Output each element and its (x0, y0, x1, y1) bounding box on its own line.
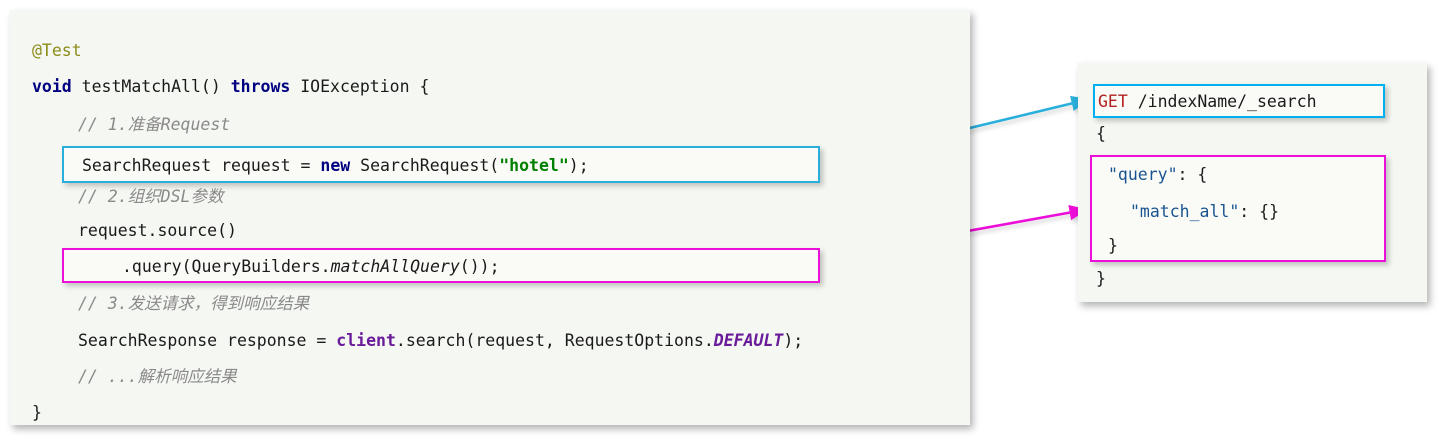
code-line-match-all: "match_all": {} (1130, 203, 1279, 221)
code-line-build-request: SearchRequest request = new SearchReques… (82, 157, 589, 175)
keyword-throws: throws (230, 77, 291, 96)
comment-build-dsl: // 2.组织DSL参数 (78, 187, 224, 206)
code-line-send-request: SearchResponse response = client.search(… (78, 332, 803, 350)
method-name-testmatchall: testMatchAll() (71, 77, 231, 96)
brace-close-method: } (32, 403, 42, 422)
dsl-request-panel: GET /indexName/_search { "query": { "mat… (1078, 63, 1427, 302)
json-colon-open: : { (1177, 165, 1208, 184)
annotation-test: @Test (32, 41, 82, 60)
code-line-query-call: .query(QueryBuilders.matchAllQuery()); (122, 258, 500, 276)
constructor-open: SearchRequest( (350, 156, 500, 175)
comment-send-request: // 3.发送请求，得到响应结果 (78, 294, 310, 313)
type-search-response: SearchResponse response = (78, 331, 337, 350)
code-line-http-request: GET /indexName/_search (1098, 93, 1317, 111)
method-matchallquery: matchAllQuery (330, 257, 460, 276)
code-line-method-signature: void testMatchAll() throws IOException { (32, 78, 429, 96)
code-line-comment-3: // 3.发送请求，得到响应结果 (78, 295, 309, 313)
code-line-close-brace: } (32, 404, 42, 422)
json-empty-object: : {} (1239, 202, 1280, 221)
brace-close-query: } (1108, 236, 1118, 255)
highlight-box-get-request[interactable]: GET /indexName/_search (1093, 84, 1385, 118)
code-line-json-open: { (1096, 125, 1106, 143)
field-client: client (336, 331, 396, 350)
code-line-comment-2: // 2.组织DSL参数 (78, 188, 223, 206)
highlight-box-search-request[interactable]: SearchRequest request = new SearchReques… (62, 146, 820, 183)
brace-open-root: { (1096, 124, 1106, 143)
json-key-query: "query" (1108, 165, 1178, 184)
http-path: /indexName/_search (1127, 92, 1317, 111)
code-line-source-call: request.source() (78, 222, 237, 240)
code-line-close-query: } (1108, 237, 1118, 255)
code-line-query-key: "query": { (1108, 166, 1207, 184)
code-line-annotation: @Test (32, 42, 82, 60)
call-search: .search(request, RequestOptions. (395, 331, 714, 350)
http-verb-get: GET (1098, 92, 1128, 111)
code-line-comment-4: // ...解析响应结果 (78, 368, 237, 386)
keyword-void: void (32, 77, 72, 96)
query-suffix: ()); (459, 257, 500, 276)
query-prefix: .query(QueryBuilders. (122, 257, 331, 276)
json-key-match-all: "match_all" (1130, 202, 1240, 221)
string-hotel: "hotel" (499, 156, 569, 175)
constant-default: DEFAULT (713, 331, 784, 350)
brace-close-root: } (1096, 269, 1106, 288)
search-close: ); (783, 331, 804, 350)
code-line-json-close: } (1096, 270, 1106, 288)
comment-prepare-request: // 1.准备Request (78, 115, 231, 134)
exception-ioexception: IOException { (290, 77, 430, 96)
keyword-new: new (320, 156, 351, 175)
constructor-close: ); (568, 156, 589, 175)
highlight-box-query-object[interactable]: "query": { "match_all": {} } (1090, 155, 1386, 262)
call-request-source: request.source() (78, 221, 237, 240)
code-line-comment-1: // 1.准备Request (78, 116, 230, 134)
type-search-request: SearchRequest request = (82, 156, 321, 175)
highlight-box-match-all-query[interactable]: .query(QueryBuilders.matchAllQuery()); (62, 248, 820, 283)
comment-parse-response: // ...解析响应结果 (78, 367, 237, 386)
java-code-panel: @Test void testMatchAll() throws IOExcep… (10, 10, 970, 425)
